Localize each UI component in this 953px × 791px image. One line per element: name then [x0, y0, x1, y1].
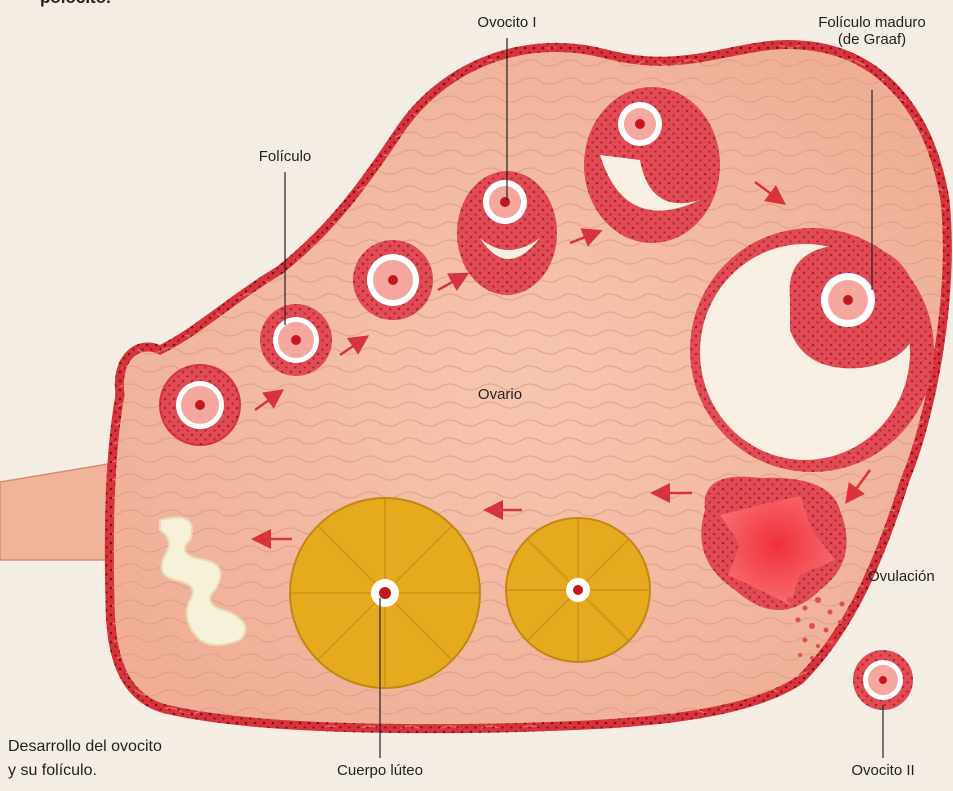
- label-ovario: Ovario: [478, 386, 522, 403]
- corpus-luteum-1: [506, 518, 650, 662]
- graafian-follicle: [690, 228, 934, 472]
- caption-line-2: y su folículo.: [8, 759, 162, 783]
- label-ovocito-i: Ovocito I: [477, 14, 536, 31]
- follicle-1: [160, 365, 240, 445]
- label-foliculo: Folículo: [259, 148, 312, 165]
- label-cuerpo-luteo: Cuerpo lúteo: [337, 762, 423, 779]
- follicle-3: [353, 240, 433, 320]
- follicle-2: [260, 304, 332, 376]
- label-foliculo-maduro-line2: (de Graaf): [818, 31, 926, 48]
- corpus-luteum-2: [290, 498, 480, 688]
- label-foliculo-maduro-line1: Folículo maduro: [818, 14, 926, 31]
- follicle-5: [584, 87, 720, 243]
- label-foliculo-maduro: Folículo maduro (de Graaf): [818, 14, 926, 48]
- figure-caption: Desarrollo del ovocito y su folículo.: [8, 735, 162, 783]
- ovocito-ii-cell: [853, 650, 913, 710]
- label-ovulacion: Ovulación: [868, 568, 935, 585]
- label-ovocito-ii: Ovocito II: [851, 762, 914, 779]
- caption-line-1: Desarrollo del ovocito: [8, 735, 162, 759]
- top-text-fragment: polocito.: [40, 0, 111, 8]
